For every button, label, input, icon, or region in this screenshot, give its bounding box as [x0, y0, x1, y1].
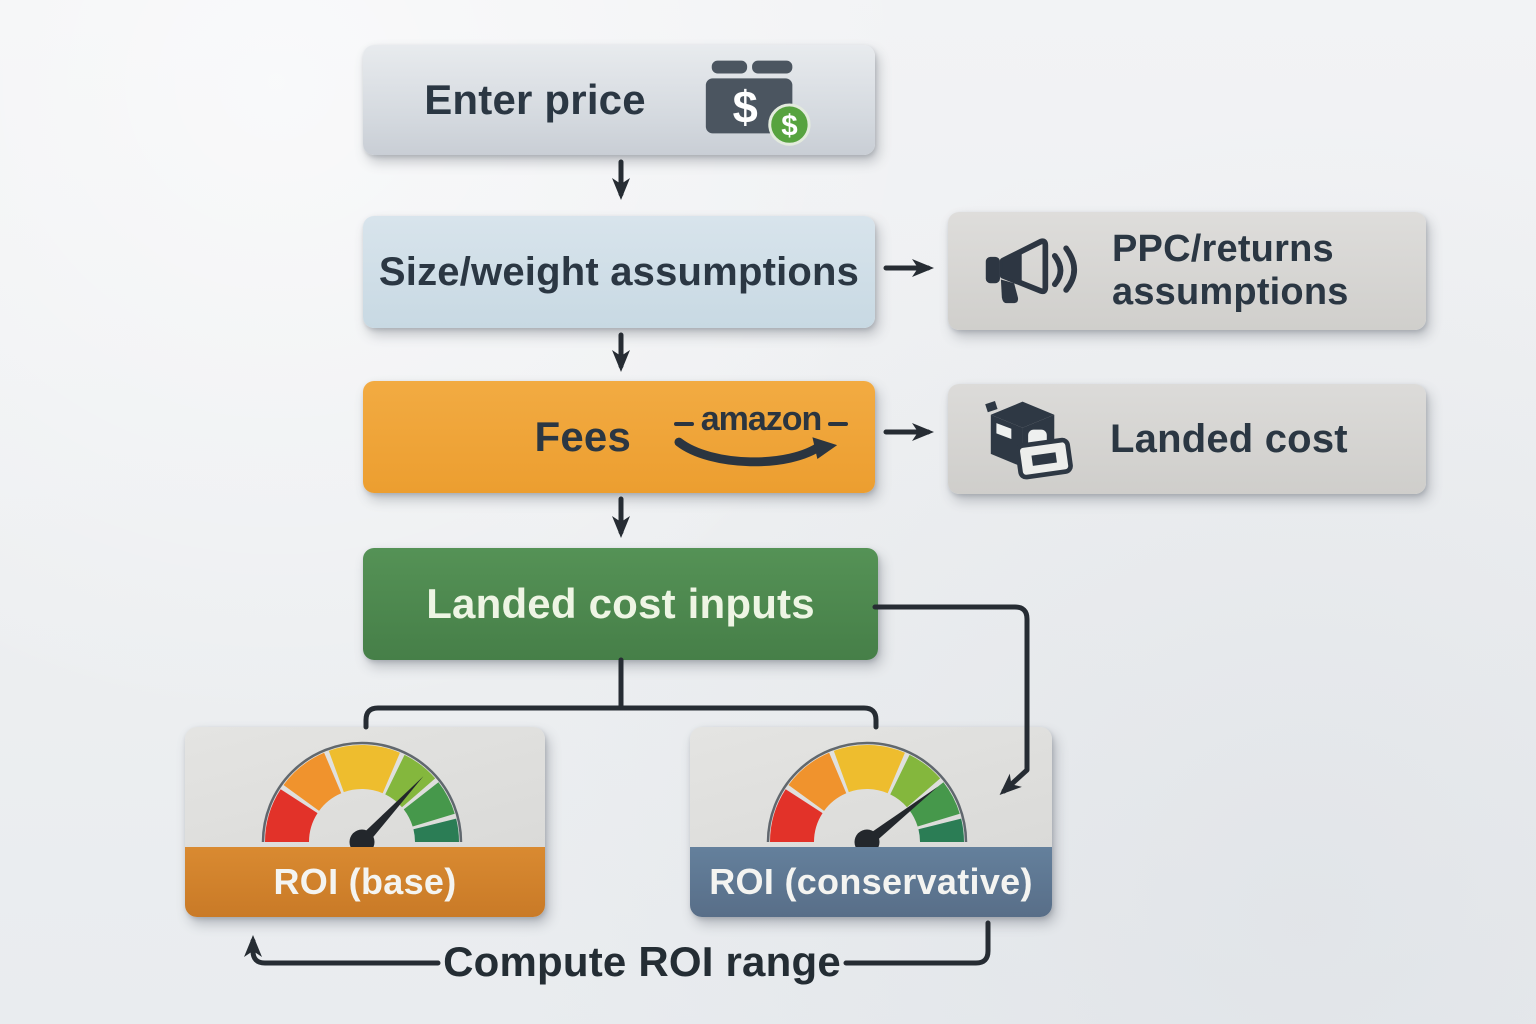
dollar-glyph: $	[732, 82, 757, 133]
money-wallet-icon: $ $	[696, 52, 814, 148]
compute-roi-range-label: Compute ROI range	[443, 938, 841, 985]
gauge-needle	[863, 786, 938, 847]
connector-compute-to-roi-conservative	[843, 920, 991, 966]
package-box-icon	[974, 390, 1086, 488]
node-landed-cost: Landed cost	[948, 384, 1426, 494]
branch-to-roi-boxes	[363, 705, 879, 730]
gauge-needle	[358, 776, 424, 846]
node-fees: Fees amazon	[363, 381, 875, 493]
roi-base-bar: ROI (base)	[185, 847, 545, 917]
size-weight-label: Size/weight assumptions	[378, 249, 860, 294]
fees-label: Fees	[534, 413, 631, 460]
coin-dollar-glyph: $	[781, 109, 797, 142]
node-roi-base: ROI (base)	[185, 727, 545, 917]
node-enter-price: Enter price $ $	[363, 45, 875, 155]
amazon-smile-logo: amazon	[673, 402, 849, 472]
ppc-returns-label: PPC/returns assumptions	[1112, 228, 1349, 313]
roi-conservative-bar: ROI (conservative)	[690, 847, 1052, 917]
megaphone-icon	[982, 228, 1086, 314]
landed-cost-label: Landed cost	[1110, 416, 1348, 461]
enter-price-label: Enter price	[424, 76, 646, 123]
connector-compute-to-roi-base	[244, 935, 441, 966]
node-landed-cost-inputs: Landed cost inputs	[363, 548, 878, 660]
node-ppc-returns-assumptions: PPC/returns assumptions	[948, 212, 1426, 330]
amazon-smile-arrow	[674, 437, 838, 467]
amazon-wordmark: amazon	[700, 400, 823, 438]
node-size-weight-assumptions: Size/weight assumptions	[363, 216, 875, 328]
logo-dash-right	[828, 422, 849, 426]
node-roi-conservative: ROI (conservative)	[690, 727, 1052, 917]
landed-cost-inputs-label: Landed cost inputs	[426, 580, 815, 627]
roi-conservative-label: ROI (conservative)	[709, 861, 1033, 902]
logo-dash-left	[673, 422, 694, 426]
roi-base-label: ROI (base)	[273, 861, 457, 902]
coin-icon	[768, 103, 811, 146]
